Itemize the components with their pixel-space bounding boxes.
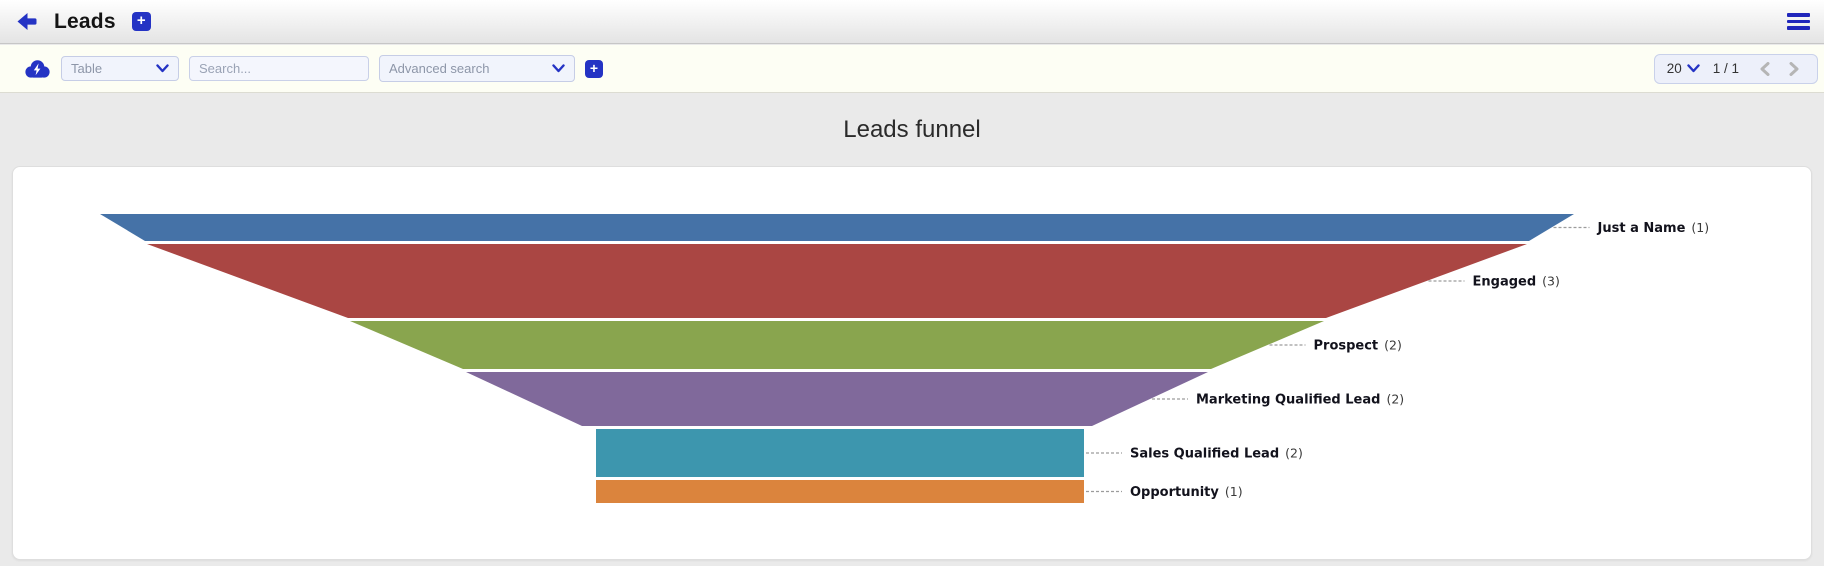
funnel-segment[interactable] bbox=[596, 429, 1084, 477]
page-size-select[interactable]: 20 bbox=[1667, 61, 1700, 76]
chart-title-row: Leads funnel bbox=[0, 94, 1824, 166]
search-input[interactable] bbox=[189, 56, 369, 81]
back-arrow-icon[interactable] bbox=[16, 12, 40, 32]
funnel-segment[interactable] bbox=[466, 372, 1208, 426]
pagination-group: 20 1 / 1 bbox=[1653, 53, 1818, 84]
add-lead-button[interactable]: + bbox=[131, 12, 151, 31]
chart-title: Leads funnel bbox=[843, 116, 981, 143]
funnel-segment[interactable] bbox=[350, 321, 1324, 369]
next-page-icon[interactable] bbox=[1788, 61, 1800, 76]
chevron-down-icon bbox=[552, 64, 565, 73]
funnel-segment[interactable] bbox=[100, 214, 1574, 241]
funnel-segment[interactable] bbox=[596, 480, 1084, 503]
advanced-search-select[interactable]: Advanced search bbox=[379, 55, 575, 82]
funnel-segment[interactable] bbox=[147, 244, 1527, 318]
advanced-search-value: Advanced search bbox=[389, 61, 490, 76]
page-size-value: 20 bbox=[1666, 61, 1682, 76]
chevron-down-icon bbox=[156, 64, 169, 73]
menu-hamburger-icon[interactable] bbox=[1787, 10, 1810, 33]
view-type-select[interactable]: Table bbox=[61, 56, 179, 81]
toolbar: Table Advanced search + 20 1 / 1 bbox=[0, 45, 1824, 93]
cloud-sync-icon[interactable] bbox=[24, 59, 51, 79]
view-type-value: Table bbox=[71, 61, 103, 76]
page-range-label: 1 / 1 bbox=[1712, 61, 1739, 76]
chevron-down-icon bbox=[1687, 64, 1700, 73]
add-filter-button[interactable]: + bbox=[585, 59, 603, 78]
page-title: Leads bbox=[54, 9, 116, 33]
header-bar: Leads + bbox=[0, 0, 1824, 44]
prev-page-icon[interactable] bbox=[1759, 61, 1771, 76]
